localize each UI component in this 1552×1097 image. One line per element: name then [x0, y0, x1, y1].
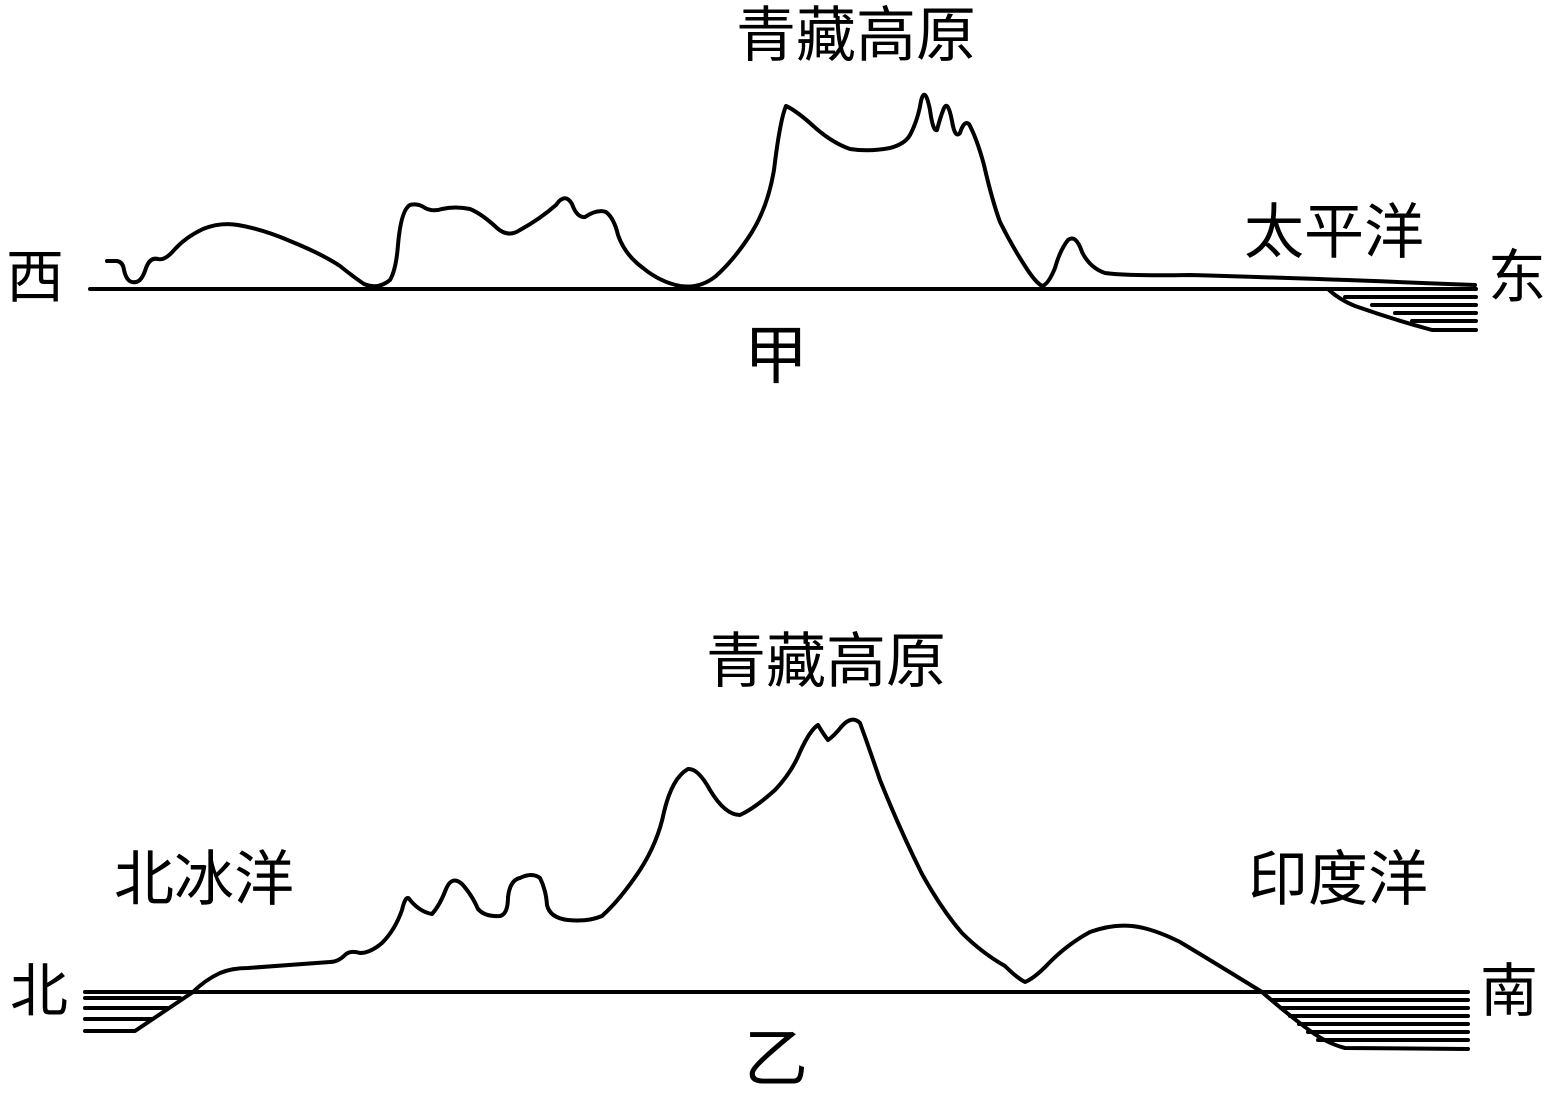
profile-a: [88, 92, 1478, 332]
profile-a-caption: 甲: [744, 320, 808, 394]
direction-north-label: 北: [10, 957, 69, 1025]
pacific-ocean-label: 太平洋: [1244, 198, 1424, 268]
indian-hatch: [1270, 998, 1470, 1042]
profile-b-terrain: [191, 717, 1264, 994]
profile-a-title: 青藏高原: [736, 1, 976, 71]
direction-south-label: 南: [1480, 957, 1539, 1025]
arctic-shelf: [83, 990, 195, 1033]
direction-east-label: 东: [1488, 243, 1547, 311]
arctic-hatch: [83, 996, 182, 1021]
profile-b-caption: 乙: [744, 1023, 808, 1097]
direction-west-label: 西: [6, 243, 65, 311]
indian-shelf: [1260, 990, 1470, 1051]
profile-b-title: 青藏高原: [706, 627, 946, 697]
arctic-ocean-label: 北冰洋: [114, 845, 294, 915]
indian-ocean-label: 印度洋: [1248, 845, 1428, 915]
profile-b: [83, 717, 1470, 1051]
pacific-hatch: [1343, 295, 1478, 323]
profile-a-terrain: [105, 92, 1477, 289]
pacific-shelf: [1327, 288, 1478, 332]
